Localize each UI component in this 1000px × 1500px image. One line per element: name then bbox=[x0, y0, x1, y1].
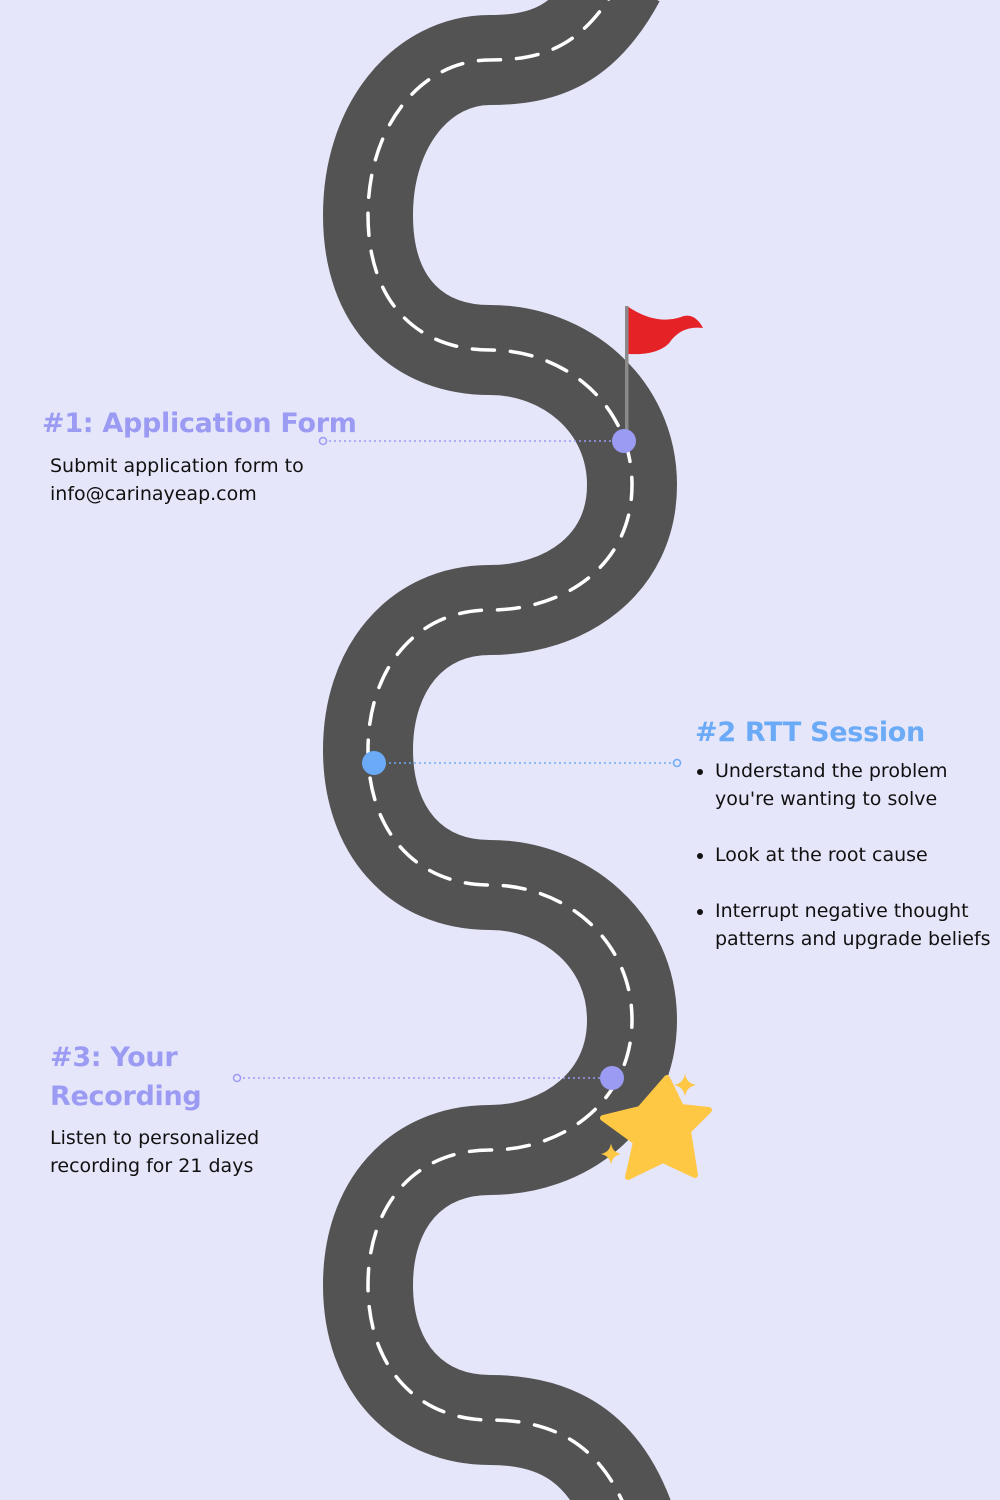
step-1-title: #1: Application Form bbox=[42, 408, 357, 439]
connector-end-3 bbox=[232, 1073, 242, 1083]
sparkle-icon bbox=[601, 1143, 621, 1165]
step-1-description: Submit application form to info@carinaye… bbox=[50, 455, 304, 505]
milestone-dot-1 bbox=[612, 429, 636, 453]
winding-road bbox=[322, 0, 678, 1500]
step-2-bullet-list: Understand the problem you're wanting to… bbox=[691, 757, 991, 953]
milestone-dot-2 bbox=[362, 751, 386, 775]
red-flag-icon bbox=[625, 306, 703, 438]
milestone-dot-3 bbox=[600, 1066, 624, 1090]
connector-end-2 bbox=[672, 758, 682, 768]
connector-end-1 bbox=[318, 436, 328, 446]
step-2-bullet: Interrupt negative thought patterns and … bbox=[715, 897, 991, 953]
step-2-bullet: Look at the root cause bbox=[715, 841, 991, 869]
step-3-title: #3: Your Recording bbox=[50, 1042, 202, 1112]
step-2-title: #2 RTT Session bbox=[695, 717, 925, 748]
sparkle-icon bbox=[674, 1073, 696, 1097]
gold-star-icon bbox=[600, 1075, 712, 1180]
step-2-bullet: Understand the problem you're wanting to… bbox=[715, 757, 991, 813]
step-3-description: Listen to personalized recording for 21 … bbox=[50, 1127, 260, 1177]
road-center-dashes bbox=[366, 0, 634, 1500]
